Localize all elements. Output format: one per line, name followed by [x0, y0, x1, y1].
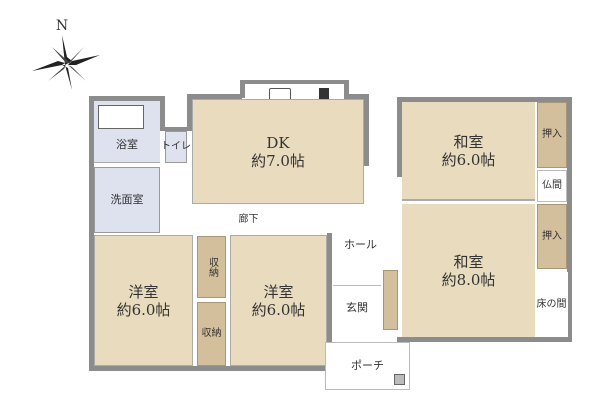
storage-bottom-label: 収納 [201, 328, 222, 339]
porch-label: ポーチ [351, 359, 384, 373]
wall [344, 94, 368, 99]
dk-name: DK [266, 133, 290, 152]
butsuma-label: 仏間 [542, 180, 562, 191]
tokonoma-label: 床の間 [536, 298, 567, 310]
wall [397, 97, 402, 177]
western-left-name: 洋室 [128, 282, 159, 301]
japanese-8-name: 和室 [453, 252, 484, 271]
toilet: トイレ [161, 131, 191, 163]
hall: ホール [333, 222, 388, 267]
hallway: 廊下 [165, 206, 332, 233]
storage-bottom: 収納 [197, 302, 226, 366]
wall [89, 96, 94, 371]
japanese-room-6: 和室 約6.0帖 [402, 102, 535, 201]
entrance-label: 玄関 [346, 301, 368, 315]
kitchen-counter [245, 84, 344, 101]
japanese-room-8: 和室 約8.0帖 [402, 204, 535, 337]
entrance: 玄関 [333, 285, 381, 330]
wall [327, 233, 332, 371]
wall [89, 366, 334, 371]
wall [240, 80, 348, 84]
western-left-size: 約6.0帖 [116, 300, 171, 319]
wall [160, 96, 165, 131]
closet-bottom-label: 押入 [542, 230, 562, 242]
tokonoma: 床の間 [535, 272, 568, 337]
wall [397, 337, 572, 342]
closet-top-label: 押入 [542, 129, 562, 140]
closet-top: 押入 [537, 102, 567, 168]
wall [89, 96, 165, 101]
hall-label: ホール [344, 237, 377, 251]
western-right-name: 洋室 [263, 282, 294, 301]
compass-icon [32, 35, 100, 90]
western-room-left: 洋室 約6.0帖 [94, 235, 193, 366]
porch: ポーチ [325, 342, 410, 390]
japanese-6-size: 約6.0帖 [441, 150, 496, 169]
wall [240, 80, 245, 98]
toilet-label: トイレ [161, 141, 191, 152]
wall [160, 127, 192, 131]
washroom: 洗面室 [94, 167, 160, 233]
western-room-right: 洋室 約6.0帖 [230, 235, 327, 366]
wall [567, 97, 572, 342]
storage-top-label: 収納 [206, 257, 218, 277]
hallway-label: 廊下 [238, 213, 259, 225]
washroom-label: 洗面室 [110, 193, 144, 207]
wall [364, 94, 369, 166]
japanese-6-name: 和室 [453, 132, 484, 151]
bathroom-label: 浴室 [116, 137, 138, 151]
storage-top: 収納 [197, 236, 226, 298]
wall [397, 97, 572, 102]
wall [187, 94, 192, 131]
stove-icon [319, 88, 329, 99]
shoe-cabinet [383, 270, 398, 330]
bathtub [98, 105, 144, 129]
dining-kitchen: DK 約7.0帖 [192, 99, 364, 204]
western-right-size: 約6.0帖 [251, 300, 306, 319]
wall [344, 80, 349, 98]
wall [187, 94, 242, 99]
japanese-8-size: 約8.0帖 [441, 270, 496, 289]
closet-bottom: 押入 [537, 204, 567, 269]
butsuma: 仏間 [537, 170, 567, 202]
bathroom: 浴室 [94, 101, 160, 163]
pillar [394, 374, 405, 385]
dk-size: 約7.0帖 [251, 151, 305, 170]
north-label: N [55, 17, 69, 34]
